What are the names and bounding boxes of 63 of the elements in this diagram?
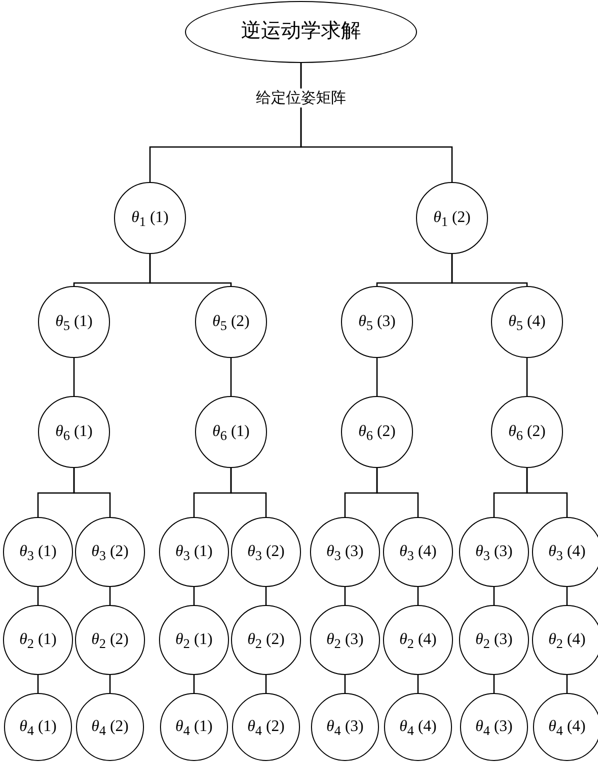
connector-line	[37, 587, 39, 605]
connector-line	[493, 587, 495, 605]
connector-line	[265, 675, 267, 693]
circle-node: θ$_{2}$ (2)	[231, 605, 301, 675]
circle-node: θ$_{2}$ (4)	[383, 605, 453, 675]
connector-line	[566, 587, 568, 605]
circle-node: θ$_{5}$ (4)	[491, 286, 563, 358]
connector-line	[230, 468, 267, 517]
connector-line	[73, 358, 75, 396]
circle-node: θ$_{6}$ (2)	[341, 396, 413, 468]
circle-node: θ$_{4}$ (2)	[76, 693, 144, 761]
ellipse-node: 逆运动学求解	[185, 1, 417, 63]
circle-node: θ$_{2}$ (1)	[3, 605, 73, 675]
circle-node: θ$_{2}$ (2)	[75, 605, 145, 675]
circle-node: θ$_{3}$ (2)	[231, 517, 301, 587]
connector-line	[493, 675, 495, 693]
annotation-label: 给定位姿矩阵	[254, 88, 348, 108]
connector-line	[417, 675, 419, 693]
circle-node: θ$_{3}$ (4)	[383, 517, 453, 587]
connector-line	[193, 675, 195, 693]
circle-node: θ$_{6}$ (1)	[195, 396, 267, 468]
connector-line	[149, 254, 232, 286]
circle-node: θ$_{2}$ (1)	[159, 605, 229, 675]
circle-node: θ$_{2}$ (3)	[459, 605, 529, 675]
connector-line	[230, 358, 232, 396]
connector-line	[566, 675, 568, 693]
connector-line	[193, 587, 195, 605]
circle-node: θ$_{4}$ (3)	[460, 693, 528, 761]
circle-node: θ$_{1}$ (1)	[114, 182, 186, 254]
connector-line	[526, 358, 528, 396]
circle-node: θ$_{3}$ (3)	[459, 517, 529, 587]
circle-node: θ$_{4}$ (4)	[384, 693, 452, 761]
circle-node: θ$_{4}$ (3)	[311, 693, 379, 761]
connector-line	[300, 63, 453, 182]
circle-node: θ$_{2}$ (4)	[532, 605, 598, 675]
circle-node: θ$_{6}$ (2)	[491, 396, 563, 468]
circle-node: θ$_{5}$ (3)	[341, 286, 413, 358]
connector-line	[376, 358, 378, 396]
circle-node: θ$_{3}$ (1)	[159, 517, 229, 587]
circle-node: θ$_{4}$ (1)	[160, 693, 228, 761]
connector-line	[344, 587, 346, 605]
connector-line	[109, 587, 111, 605]
circle-node: θ$_{4}$ (1)	[4, 693, 72, 761]
circle-node: θ$_{3}$ (1)	[3, 517, 73, 587]
connector-line	[109, 675, 111, 693]
circle-node: θ$_{4}$ (4)	[533, 693, 598, 761]
circle-node: θ$_{3}$ (4)	[532, 517, 598, 587]
circle-node: θ$_{5}$ (1)	[38, 286, 110, 358]
circle-node: θ$_{1}$ (2)	[416, 182, 488, 254]
connector-line	[526, 468, 568, 517]
connector-line	[73, 468, 111, 517]
circle-node: θ$_{5}$ (2)	[195, 286, 267, 358]
connector-line	[417, 587, 419, 605]
circle-node: θ$_{3}$ (2)	[75, 517, 145, 587]
connector-line	[344, 675, 346, 693]
connector-line	[37, 675, 39, 693]
circle-node: θ$_{6}$ (1)	[38, 396, 110, 468]
circle-node: θ$_{2}$ (3)	[310, 605, 380, 675]
circle-node: θ$_{4}$ (2)	[232, 693, 300, 761]
connector-line	[376, 468, 419, 517]
connector-line	[451, 254, 528, 286]
connector-line	[265, 587, 267, 605]
circle-node: θ$_{3}$ (3)	[310, 517, 380, 587]
